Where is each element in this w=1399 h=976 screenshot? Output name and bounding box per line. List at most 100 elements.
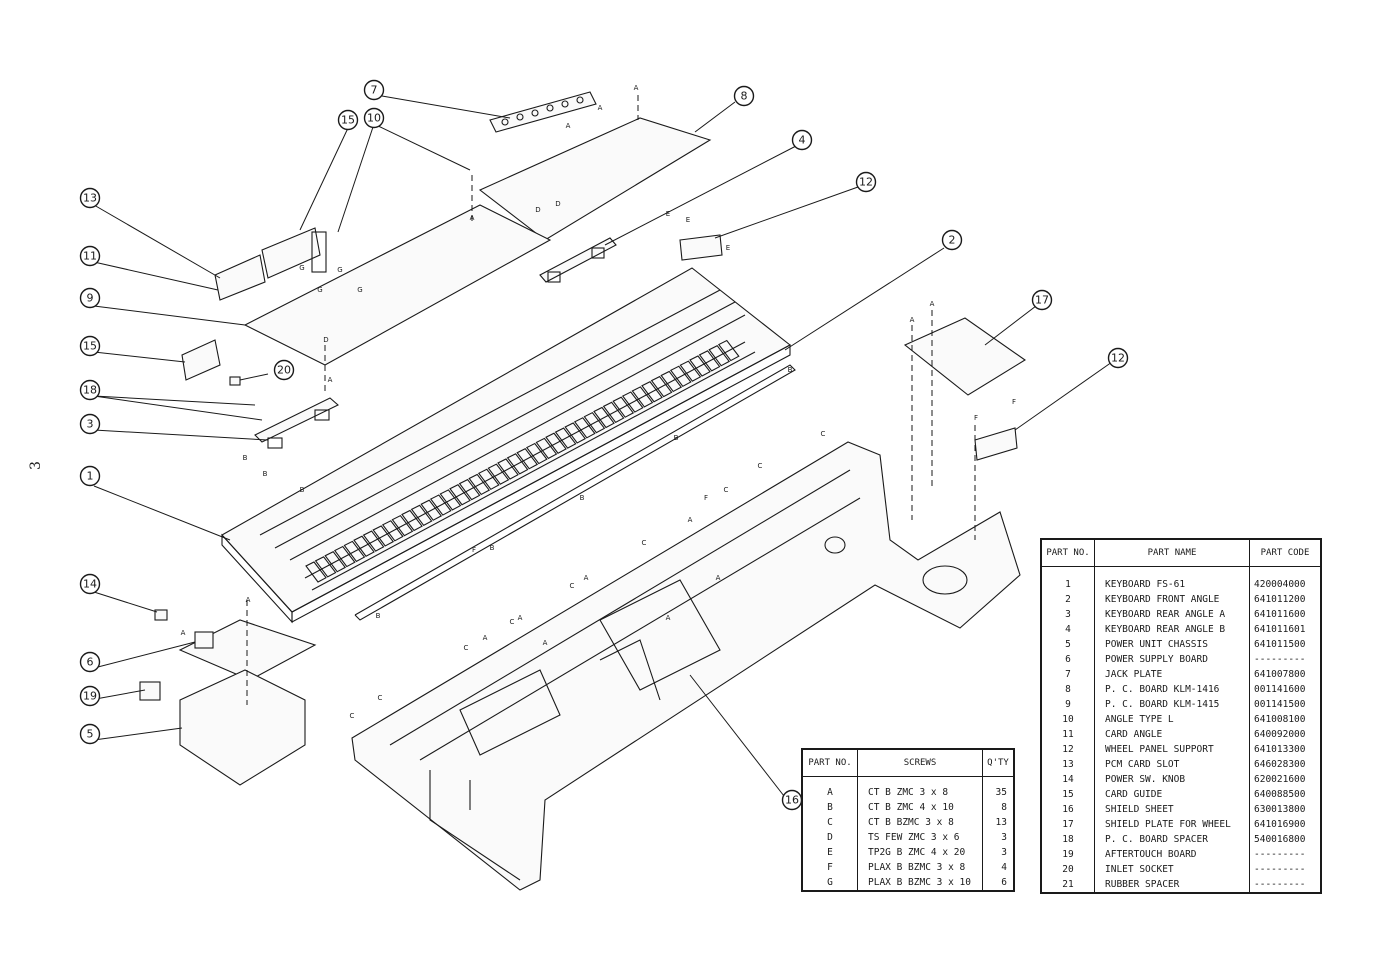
screw-letter: E (726, 244, 730, 252)
screw-guide-lines (246, 95, 976, 705)
part-no-cell: 9 (1040, 697, 1095, 712)
part-code-cell: 646028300 (1249, 757, 1321, 772)
keyboard-key (381, 520, 404, 542)
screw-letter: A (688, 516, 693, 524)
part-no-cell: 13 (1040, 757, 1095, 772)
part-callout-label: 3 (87, 418, 94, 431)
part-code-cell: 640088500 (1249, 787, 1321, 802)
part-code-cell: 641013300 (1249, 742, 1321, 757)
part-no-cell: 11 (1040, 727, 1095, 742)
part-callout: 13 (79, 187, 101, 209)
part-code-cell: 630013800 (1249, 802, 1321, 817)
part-name-cell: P. C. BOARD SPACER (1094, 832, 1250, 847)
part-code-cell: --------- (1249, 847, 1321, 862)
keyboard-key (487, 463, 510, 485)
part-callout-label: 11 (83, 250, 97, 263)
screw-letter: C (724, 486, 729, 494)
part-name-cell: CARD GUIDE (1094, 787, 1250, 802)
screw-letter: C (758, 462, 763, 470)
part-callout: 1 (79, 465, 101, 487)
keyboard-key (401, 509, 423, 532)
keyboard-keys (305, 339, 740, 583)
screw-letter-markers: AAAAAAAAAAAAAAAABBBBBBBBCCCCCCCCCDDDEEEF… (181, 84, 1016, 720)
keyboard-key (621, 391, 644, 413)
power-sw-knob (154, 609, 168, 621)
part-callout-label: 10 (367, 112, 381, 125)
part-code-cell: 540016800 (1249, 832, 1321, 847)
wheel-panel-support-lower (974, 427, 1018, 461)
screw-qty-cell: 8 (982, 800, 1014, 815)
part-callout-label: 16 (785, 794, 799, 807)
part-callout: 10 (363, 107, 385, 129)
wheel-panel-support-upper (679, 234, 723, 261)
rubber-spacer (229, 376, 241, 386)
screw-letter: C (510, 618, 515, 626)
keyboard-key (353, 535, 375, 557)
keyboard-key (477, 468, 500, 491)
screw-letter: A (246, 596, 251, 604)
part-callout: 17 (1031, 289, 1053, 311)
screw-qty-cell: 35 (982, 776, 1014, 800)
screw-letter: G (337, 266, 342, 274)
keyboard-key (391, 514, 414, 537)
keyboard-key (593, 406, 615, 429)
keyboard-key (420, 499, 443, 521)
part-code-cell: 641016900 (1249, 817, 1321, 832)
screw-qty-cell: 3 (982, 830, 1014, 845)
screw-letter: A (634, 84, 639, 92)
screw-letter: B (300, 486, 305, 494)
keyboard-key (343, 540, 366, 563)
part-callout: 6 (79, 651, 101, 673)
keyboard-key (545, 432, 567, 454)
screws-header-part-no: PART NO. (801, 749, 858, 777)
screw-letter: F (1012, 398, 1016, 406)
screw-letter: F (974, 414, 978, 422)
screw-letter: E (666, 210, 670, 218)
screw-letter: C (378, 694, 383, 702)
screw-id-cell: C (801, 815, 858, 830)
screw-qty-cell: 3 (982, 845, 1014, 860)
part-callout: 12 (855, 171, 877, 193)
part-callout-label: 4 (799, 134, 806, 147)
keyboard-key (612, 396, 635, 418)
screw-spec-cell: TP2G B ZMC 4 x 20 (857, 845, 983, 860)
part-name-cell: KEYBOARD FRONT ANGLE (1094, 592, 1250, 607)
part-name-cell: WHEEL PANEL SUPPORT (1094, 742, 1250, 757)
keyboard-key (314, 556, 337, 578)
part-name-cell: CARD ANGLE (1094, 727, 1250, 742)
screw-spec-cell: CT B ZMC 3 x 8 (857, 776, 983, 800)
part-name-cell: SHIELD PLATE FOR WHEEL (1094, 817, 1250, 832)
keyboard-key (506, 453, 529, 475)
inlet-socket (139, 681, 161, 701)
part-callout: 14 (79, 573, 101, 595)
part-no-cell: 14 (1040, 772, 1095, 787)
part-name-cell: RUBBER SPACER (1094, 877, 1250, 893)
part-name-cell: JACK PLATE (1094, 667, 1250, 682)
keyboard-key (631, 386, 654, 408)
part-callout-label: 17 (1035, 294, 1049, 307)
keyboard-key (429, 494, 452, 516)
screw-qty-cell: 6 (982, 875, 1014, 891)
part-callout-label: 19 (83, 690, 97, 703)
screw-letter: B (674, 434, 679, 442)
keyboard-key (324, 551, 347, 573)
screws-header-screws: SCREWS (857, 749, 983, 777)
part-callout-label: 8 (741, 90, 748, 103)
keyboard-key (516, 448, 539, 470)
part-callout: 16 (781, 789, 803, 811)
screw-letter: F (704, 494, 708, 502)
